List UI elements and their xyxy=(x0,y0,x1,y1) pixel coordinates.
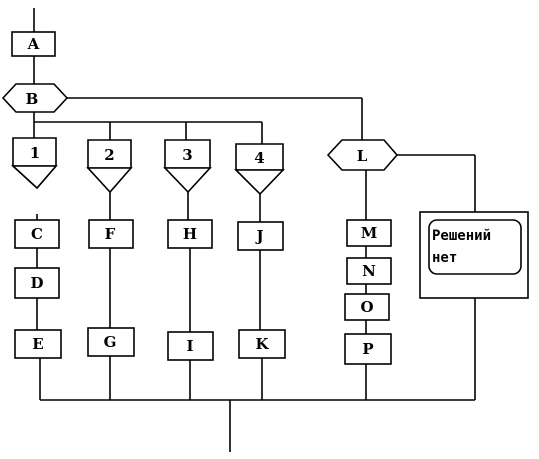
node-a-label: A xyxy=(27,35,40,53)
node-j: J xyxy=(237,221,284,251)
node-c: C xyxy=(14,219,60,249)
no-solutions-box: Решений нет xyxy=(419,211,529,299)
node-e-label: E xyxy=(32,335,43,353)
node-e: E xyxy=(14,329,62,359)
node-n-label: N xyxy=(362,262,376,280)
node-b-decision: B xyxy=(1,83,69,113)
node-k: K xyxy=(238,329,286,359)
node-c-label: C xyxy=(31,225,43,243)
node-f-label: F xyxy=(105,225,116,243)
branch-3-label: 3 xyxy=(182,146,192,164)
node-l-label: L xyxy=(357,147,368,165)
node-p-label: P xyxy=(362,340,373,358)
no-solutions-line2: нет xyxy=(432,250,457,266)
node-g-label: G xyxy=(104,333,117,351)
branch-3: 3 xyxy=(163,139,212,194)
node-d-label: D xyxy=(30,274,43,292)
branch-2: 2 xyxy=(86,139,133,194)
node-i-label: I xyxy=(186,337,193,355)
branch-1: 1 xyxy=(10,137,58,190)
node-o: O xyxy=(344,293,390,321)
node-g: G xyxy=(87,327,135,357)
node-i: I xyxy=(167,331,214,361)
branch-2-label: 2 xyxy=(104,146,114,164)
node-d: D xyxy=(14,267,60,299)
branch-4-label: 4 xyxy=(254,149,264,167)
node-p: P xyxy=(344,333,392,365)
node-m: M xyxy=(346,219,392,247)
no-solutions-line1: Решений xyxy=(432,228,491,244)
branch-1-label: 1 xyxy=(30,144,40,162)
node-j-label: J xyxy=(254,227,263,245)
node-f: F xyxy=(88,219,134,249)
node-h-label: H xyxy=(183,225,197,243)
branch-4: 4 xyxy=(234,143,285,196)
node-k-label: K xyxy=(255,335,269,353)
node-h: H xyxy=(167,219,213,249)
node-a: A xyxy=(11,31,56,57)
node-o-label: O xyxy=(360,298,373,316)
node-m-label: M xyxy=(361,224,378,242)
node-l-decision: L xyxy=(326,139,399,171)
connectors xyxy=(33,8,476,452)
node-n: N xyxy=(346,257,392,285)
node-b-label: B xyxy=(26,90,39,108)
